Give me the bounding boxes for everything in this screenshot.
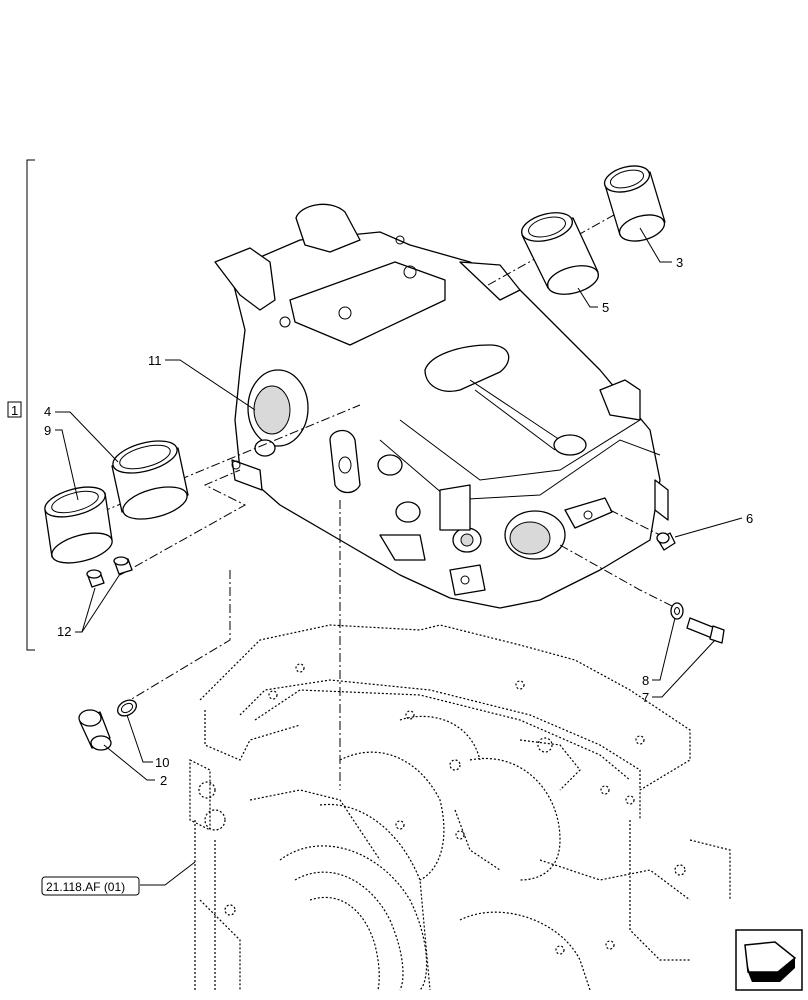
bolt-7 (686, 617, 725, 644)
callout-3: 3 (676, 255, 683, 270)
seal-10 (117, 699, 137, 717)
callout-9: 9 (44, 423, 51, 438)
dowel-pins-12 (86, 556, 133, 588)
bushing-3 (603, 165, 666, 242)
bushing-5 (521, 212, 599, 295)
callout-labels: 3 5 11 4 9 6 12 8 7 10 2 (44, 255, 753, 788)
navigation-arrow-icon[interactable] (735, 929, 803, 991)
callout-7: 7 (642, 690, 649, 705)
group-bracket: 1 (7, 159, 35, 651)
callout-1: 1 (11, 403, 18, 418)
callout-8: 8 (642, 673, 649, 688)
callout-12: 12 (57, 624, 71, 639)
reference-label[interactable]: 21.118.AF (01) (46, 880, 125, 894)
transmission-case (189, 624, 731, 991)
washer-8 (670, 602, 684, 620)
plug-2 (78, 709, 112, 751)
callout-5: 5 (602, 300, 609, 315)
reference-link[interactable]: 21.118.AF (01) (41, 876, 140, 896)
fitting-6 (656, 532, 676, 551)
leader-lines (55, 227, 743, 886)
callout-4: 4 (44, 404, 51, 419)
callout-10: 10 (155, 755, 169, 770)
callout-2: 2 (160, 773, 167, 788)
callout-11: 11 (148, 353, 162, 368)
bushing-4 (111, 440, 189, 520)
lift-housing (214, 203, 669, 609)
callout-6: 6 (746, 511, 753, 526)
bushing-9 (44, 486, 113, 564)
